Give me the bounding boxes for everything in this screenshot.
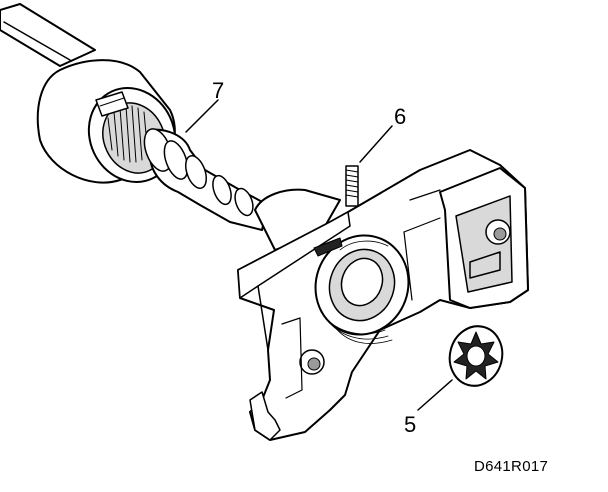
shaft-collar [143,128,269,231]
switch-body [237,149,529,441]
callout-leaders [185,99,453,411]
star-washer [448,325,504,387]
callout-label-7: 7 [212,78,225,103]
stud-bolt [345,165,359,207]
callout-label-5: 5 [404,412,417,437]
figure-code: D641R017 [474,458,549,475]
steering-shaft [0,3,96,67]
callout-label-6: 6 [394,104,407,129]
